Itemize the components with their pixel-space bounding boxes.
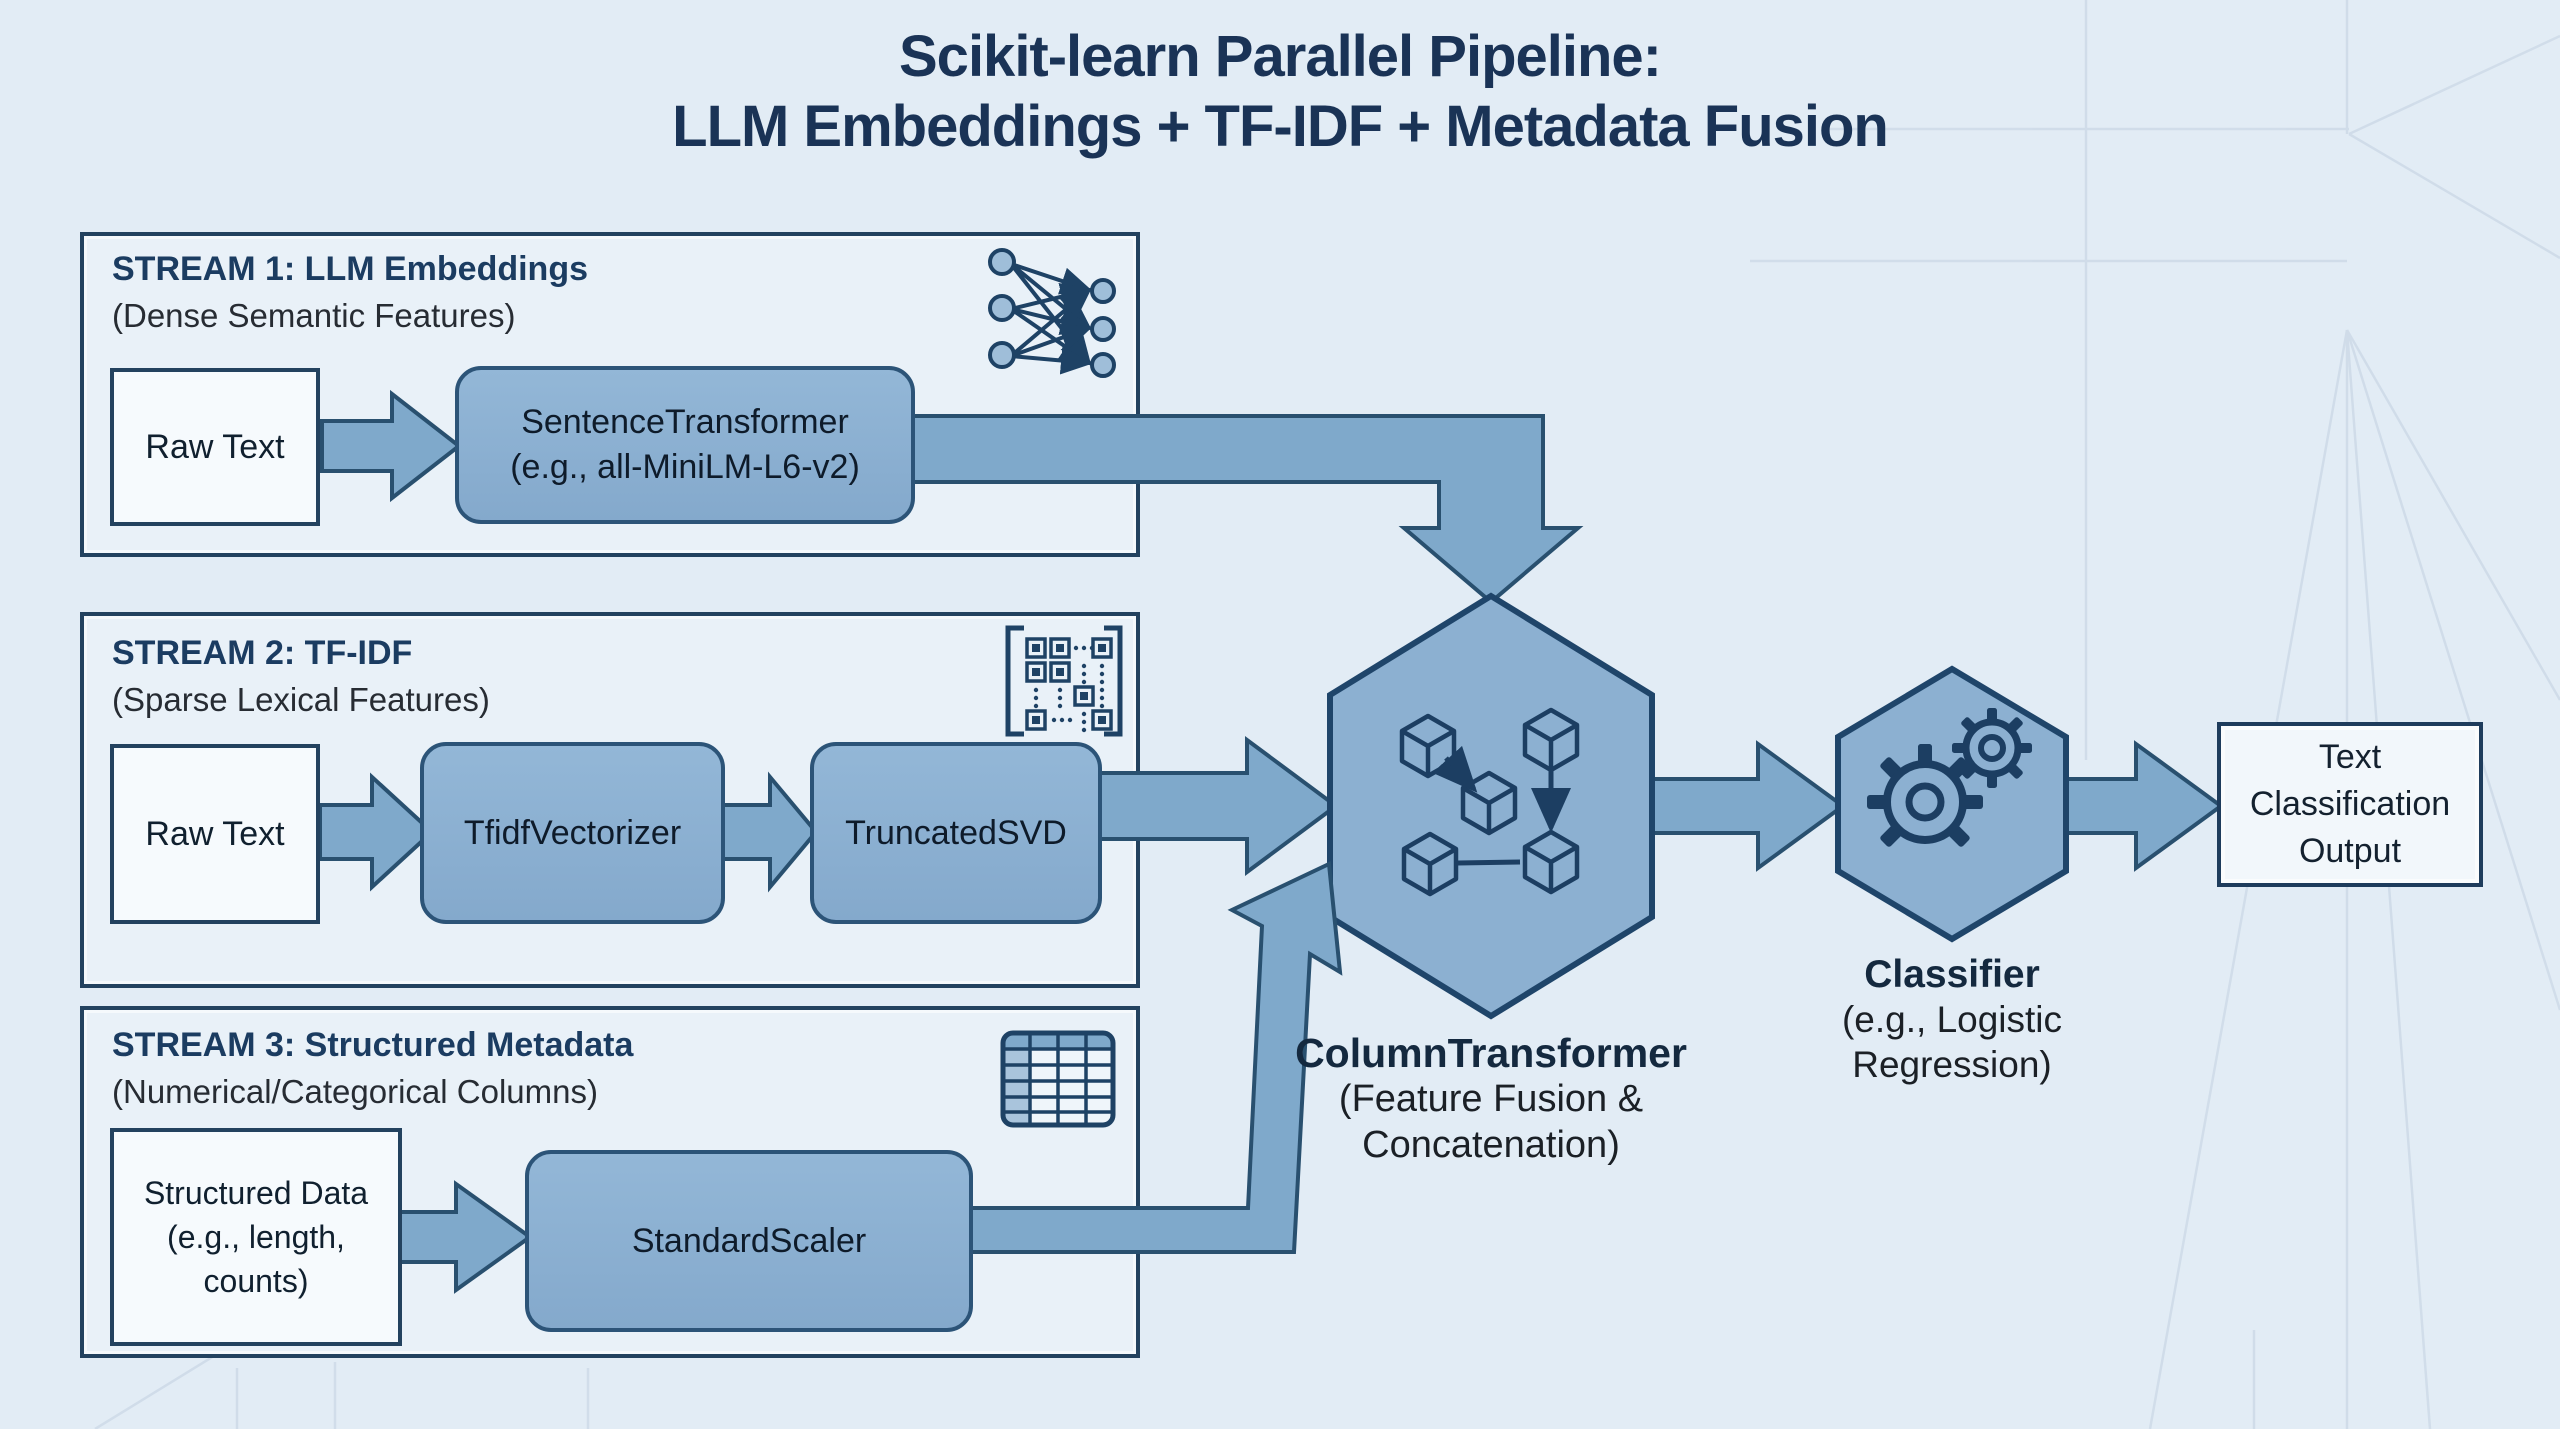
stream2-to-fusion-arrow xyxy=(1091,736,1340,876)
fusion-subtitle-line1: (Feature Fusion & xyxy=(1338,1078,1644,1120)
stream3-input-line3: counts) xyxy=(203,1263,309,1299)
stream3-input-arrow xyxy=(398,1180,534,1294)
stream1-input-label: Raw Text xyxy=(145,428,285,466)
stream3-input-line2: (e.g., length, xyxy=(167,1219,345,1255)
sentence-transformer-label: SentenceTransformer xyxy=(521,403,849,441)
neural-network-icon xyxy=(988,248,1116,378)
classifier-subtitle-line1: (e.g., Logistic xyxy=(1841,999,2063,1040)
truncated-svd-label: TruncatedSVD xyxy=(845,813,1067,852)
stream2-subheading: (Sparse Lexical Features) xyxy=(112,681,490,718)
standard-scaler-node: StandardScaler xyxy=(525,1150,973,1332)
stream2-svd-arrow xyxy=(721,771,819,893)
stream1-heading: STREAM 1: LLM Embeddings xyxy=(112,250,588,288)
stream2-heading: STREAM 2: TF-IDF xyxy=(112,634,413,672)
stream2-input-label: Raw Text xyxy=(145,815,285,853)
sentence-transformer-sublabel: (e.g., all-MiniLM-L6-v2) xyxy=(510,448,860,486)
stream3-input-box: Structured Data (e.g., length, counts) xyxy=(110,1128,402,1346)
output-line3: Output xyxy=(2298,832,2402,870)
cubes-network-icon xyxy=(1380,700,1602,910)
output-line1: Text xyxy=(2318,738,2382,776)
classifier-to-output-arrow xyxy=(2062,740,2225,872)
stream1-to-fusion-arrow xyxy=(896,414,1584,605)
fusion-to-classifier-arrow xyxy=(1648,740,1847,872)
fusion-title: ColumnTransformer xyxy=(1295,1030,1687,1076)
stream2-input-arrow xyxy=(318,772,435,892)
output-box: Text Classification Output xyxy=(2217,722,2483,887)
truncated-svd-node: TruncatedSVD xyxy=(810,742,1102,924)
stream1-subheading: (Dense Semantic Features) xyxy=(112,297,516,334)
gears-icon xyxy=(1867,708,2032,847)
diagram-title-line1: Scikit-learn Parallel Pipeline: xyxy=(899,24,1662,89)
classifier-title: Classifier xyxy=(1864,953,2040,996)
stream3-subheading: (Numerical/Categorical Columns) xyxy=(112,1073,598,1110)
sparse-matrix-icon xyxy=(1005,625,1123,737)
standard-scaler-label: StandardScaler xyxy=(631,1221,867,1260)
output-line2: Classification xyxy=(2249,785,2451,823)
fusion-subtitle-line2: Concatenation) xyxy=(1362,1124,1620,1166)
tfidf-vectorizer-node: TfidfVectorizer xyxy=(420,742,725,924)
classifier-subtitle-line2: Regression) xyxy=(1852,1044,2052,1085)
gear-large xyxy=(1867,744,1983,847)
gear-small xyxy=(1952,708,2032,788)
sentence-transformer-node: SentenceTransformer (e.g., all-MiniLM-L6… xyxy=(455,366,915,524)
stream3-heading: STREAM 3: Structured Metadata xyxy=(112,1026,634,1064)
data-table-icon xyxy=(1000,1030,1116,1128)
stream3-input-line1: Structured Data xyxy=(143,1175,369,1211)
stream1-input-arrow xyxy=(320,389,463,503)
diagram-title-line2: LLM Embeddings + TF-IDF + Metadata Fusio… xyxy=(672,94,1889,159)
classifier-caption: Classifier (e.g., Logistic Regression) xyxy=(1737,952,2167,1087)
stream2-input-box: Raw Text xyxy=(110,744,320,924)
stream1-input-box: Raw Text xyxy=(110,368,320,526)
diagram-title: Scikit-learn Parallel Pipeline: LLM Embe… xyxy=(0,22,2560,162)
classifier-hexagon xyxy=(1835,665,2069,943)
fusion-caption: ColumnTransformer (Feature Fusion & Conc… xyxy=(1256,1030,1726,1168)
stream3-to-fusion-arrow xyxy=(966,860,1343,1254)
tfidf-vectorizer-label: TfidfVectorizer xyxy=(463,813,682,852)
